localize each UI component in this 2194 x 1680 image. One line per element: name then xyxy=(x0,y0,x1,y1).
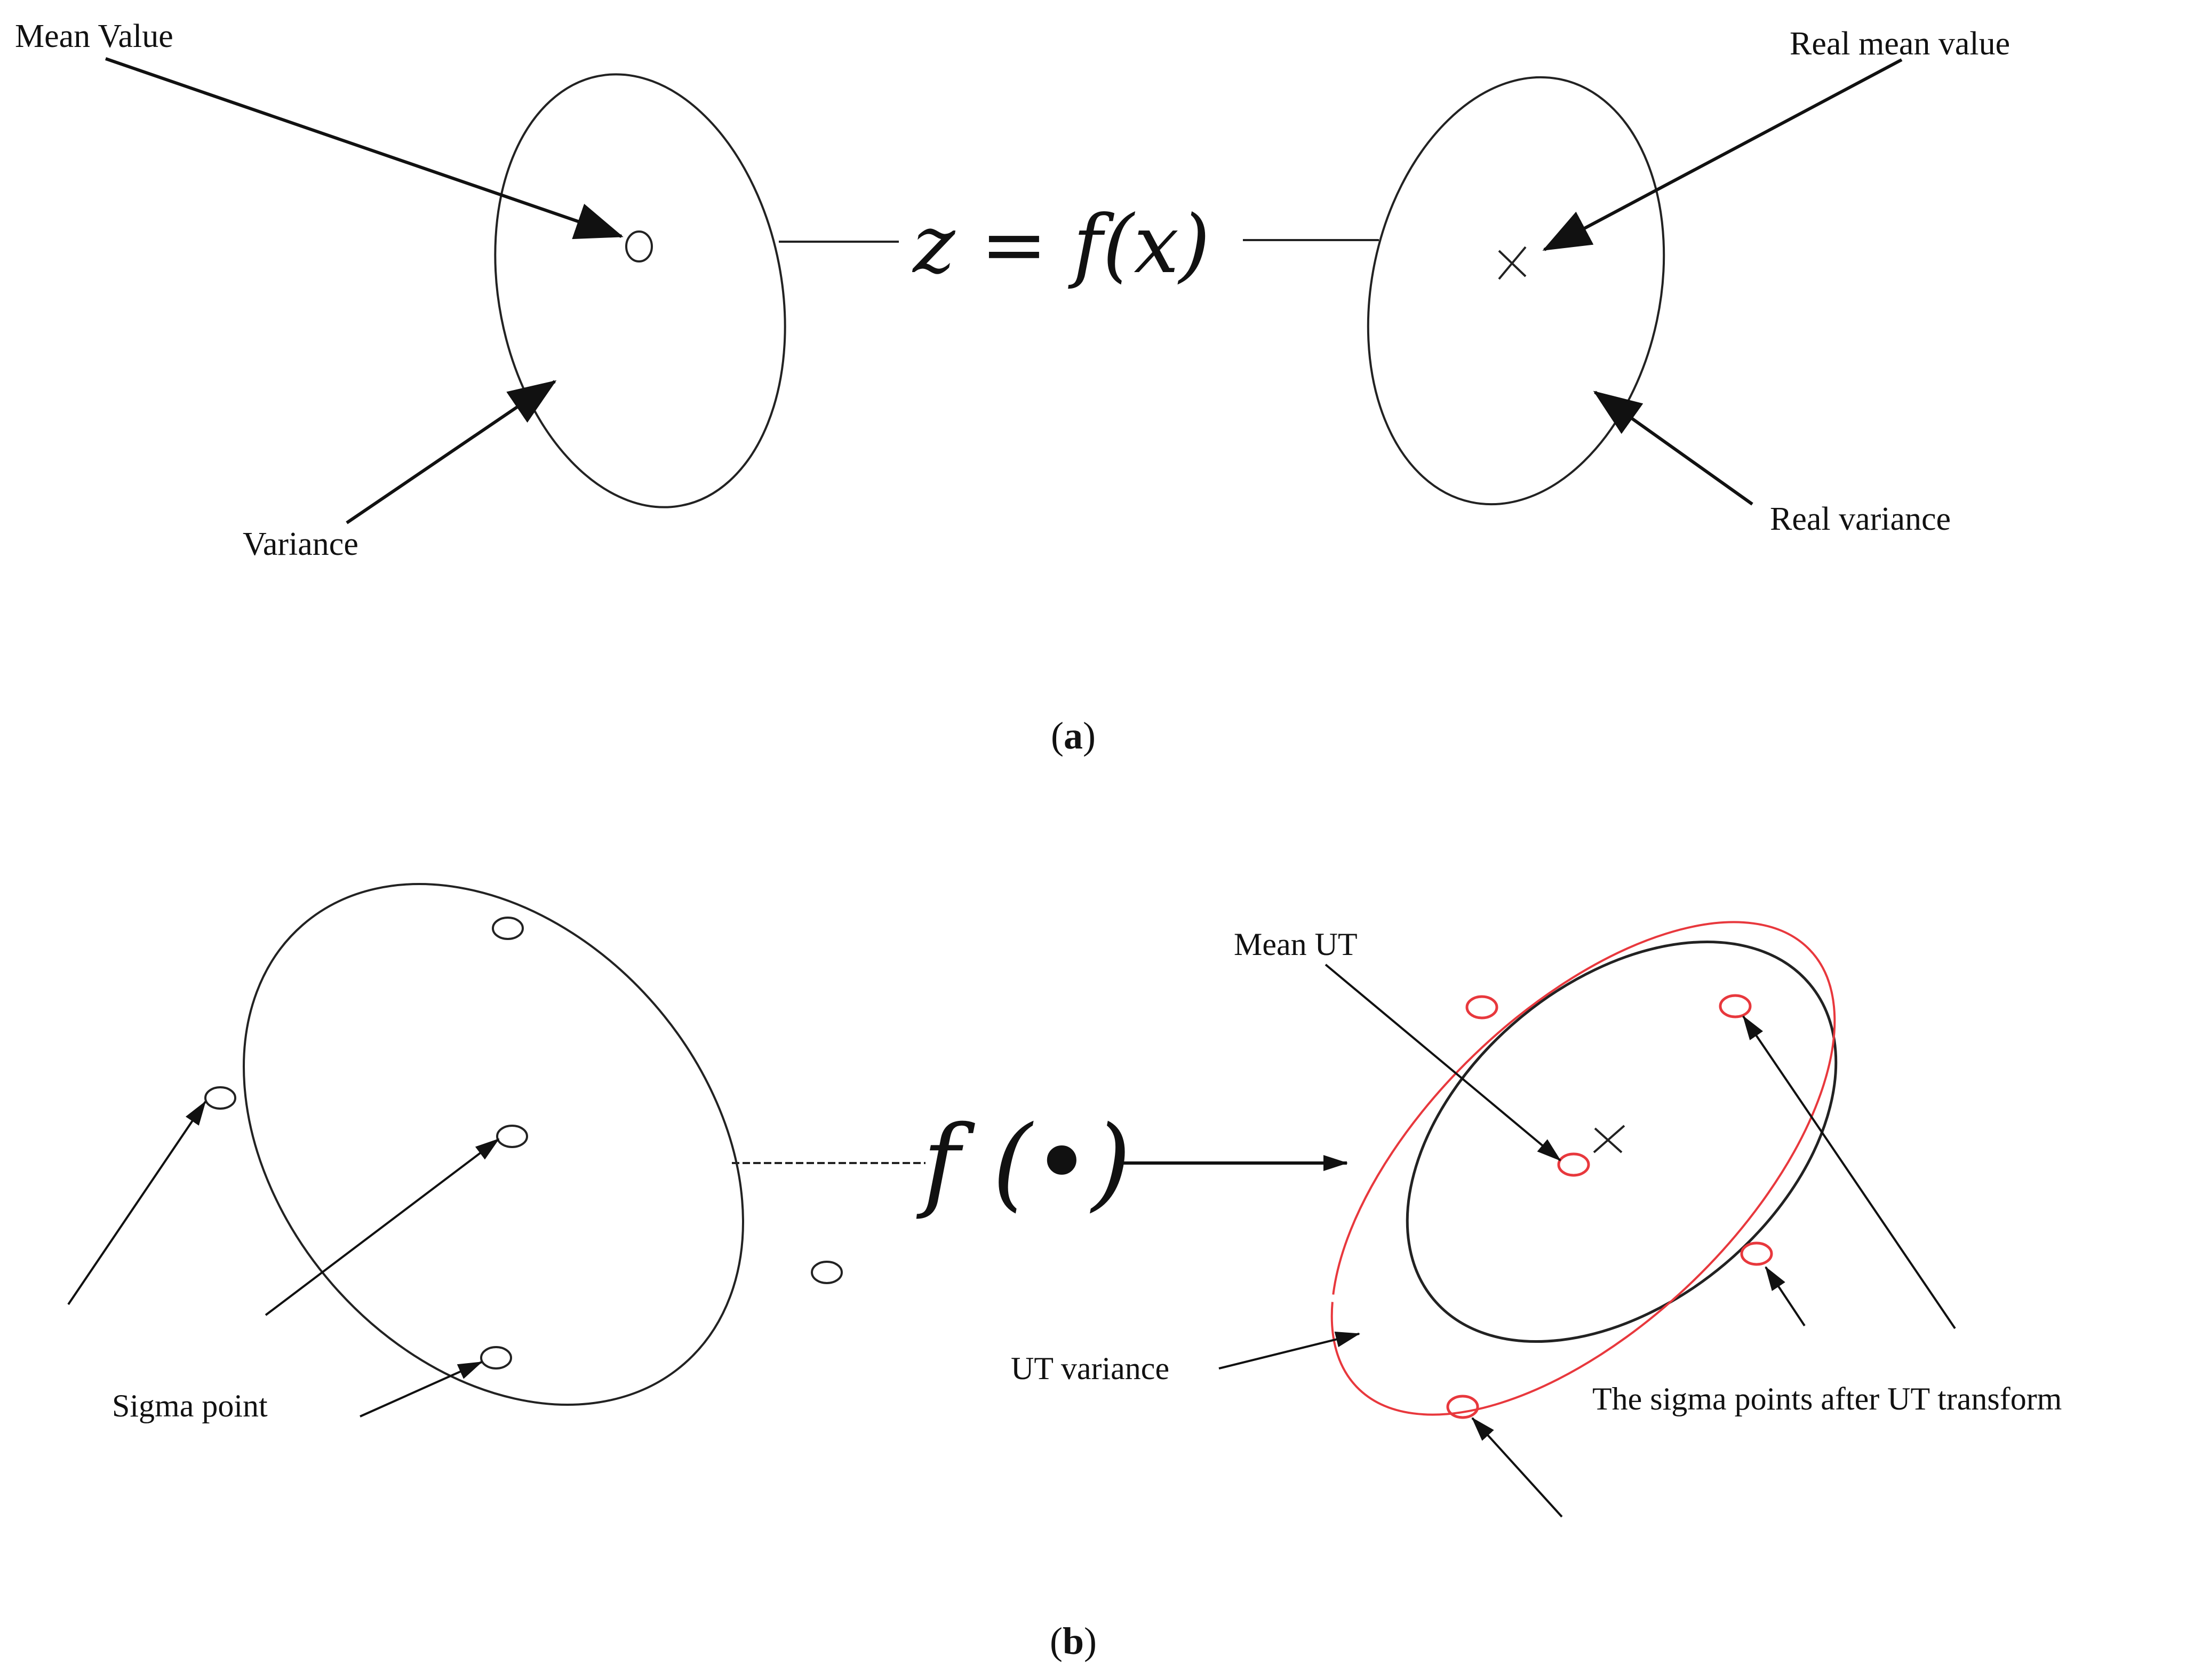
mean-ut-arrow xyxy=(1325,964,1561,1161)
sigma-after-ut-arrow xyxy=(1765,1266,1806,1327)
variance-label: Variance xyxy=(243,526,358,562)
variance-ellipse xyxy=(494,73,786,508)
sigma-point-arrow xyxy=(67,1101,206,1305)
mean-value-point xyxy=(625,230,653,262)
ut-variance-ellipse xyxy=(1330,921,1836,1416)
sigma-point xyxy=(204,1086,236,1110)
mean-value-label: Mean Value xyxy=(15,18,173,54)
panel-a: z = f(x) Mean Value Variance Real mean v… xyxy=(15,18,2010,757)
ut-variance-label: UT variance xyxy=(1011,1351,1169,1386)
sigma-point-arrow xyxy=(360,1361,483,1418)
mean-value-arrow xyxy=(105,57,624,240)
sigma-after-ut-arrow xyxy=(1471,1417,1563,1518)
input-ellipse xyxy=(243,883,744,1406)
ut-mean-point xyxy=(1557,1152,1590,1177)
sigma-points-after-ut-label: The sigma points after UT transform xyxy=(1592,1381,2062,1416)
sigma-point xyxy=(480,1346,512,1370)
sigma-point xyxy=(496,1125,528,1148)
real-mean-value-arrow xyxy=(1542,58,1903,251)
function-label: f (•) xyxy=(916,1104,1131,1222)
sigma-point xyxy=(811,1261,843,1284)
sigma-point-label: Sigma point xyxy=(112,1388,268,1423)
panel-b: f (•) Sigma point Mean UT UT variance Th… xyxy=(67,883,2062,1662)
ut-sigma-point xyxy=(1446,1395,1479,1419)
mean-ut-label: Mean UT xyxy=(1234,927,1358,962)
sigma-point xyxy=(492,917,524,940)
true-output-ellipse xyxy=(1406,941,1838,1343)
real-variance-label: Real variance xyxy=(1770,501,1951,537)
sigma-after-ut-arrow xyxy=(1742,1015,1956,1329)
true-mean-cross-icon xyxy=(1593,1125,1625,1153)
real-mean-value-label: Real mean value xyxy=(1790,26,2010,62)
ut-variance-arrow xyxy=(1218,1331,1360,1370)
variance-arrow xyxy=(346,380,557,524)
sigma-point-arrow xyxy=(265,1138,500,1316)
real-variance-arrow xyxy=(1593,391,1753,506)
ut-sigma-point xyxy=(1719,994,1752,1018)
real-mean-cross-icon xyxy=(1498,246,1527,280)
caption-b: (b) xyxy=(1050,1620,1097,1662)
equation: z = f(x) xyxy=(912,198,1210,291)
real-variance-ellipse xyxy=(1367,76,1665,506)
ut-sigma-point xyxy=(1465,995,1498,1020)
ut-sigma-point xyxy=(1740,1241,1773,1266)
caption-a: (a) xyxy=(1051,714,1096,757)
